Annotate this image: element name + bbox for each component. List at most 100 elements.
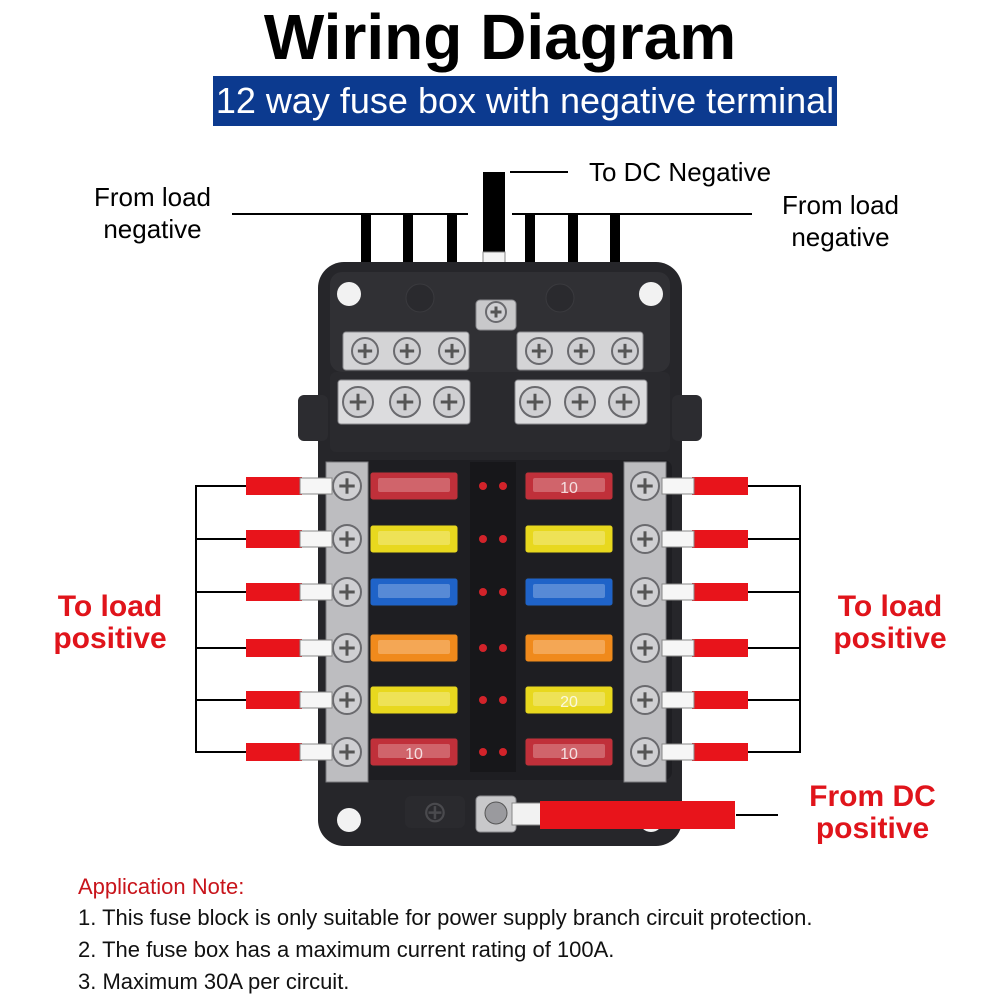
- screw: [564, 386, 596, 418]
- screw: [393, 337, 421, 365]
- blade-fuse: 20: [524, 685, 614, 715]
- positive-terminal-screws: [332, 471, 660, 767]
- load-positive-wire: [246, 639, 302, 657]
- screw: [525, 337, 553, 365]
- label-to-load-positive-right: To load positive: [833, 590, 947, 655]
- wire-ferrule: [299, 639, 333, 657]
- dc-negative-wire: [483, 172, 505, 256]
- led-indicator: [499, 644, 507, 652]
- screw: [351, 337, 379, 365]
- fuse-rating-label: 10: [405, 746, 423, 763]
- load-positive-wire: [246, 743, 302, 761]
- blade-fuse: [524, 577, 614, 607]
- wire-ferrule: [299, 583, 333, 601]
- diagram-subtitle-banner: 12 way fuse box with negative terminal: [213, 76, 837, 126]
- bracket-right: [748, 485, 801, 753]
- load-positive-wire: [246, 691, 302, 709]
- screw: [630, 471, 660, 501]
- load-positive-wire: [692, 639, 748, 657]
- load-positive-wires: [195, 477, 801, 761]
- screw: [342, 386, 374, 418]
- application-note-item-2: 2. The fuse box has a maximum current ra…: [78, 937, 615, 962]
- screw: [332, 471, 362, 501]
- led-indicator: [479, 748, 487, 756]
- led-indicator: [499, 588, 507, 596]
- fuse-indicator-leds: [479, 482, 507, 756]
- load-positive-wire: [246, 530, 302, 548]
- label-from-load-negative-left: From load negative: [93, 182, 212, 244]
- screw: [332, 633, 362, 663]
- blade-fuse: 10: [524, 737, 614, 767]
- led-indicator: [479, 482, 487, 490]
- blade-fuse: [524, 524, 614, 554]
- application-note-item-3: 3. Maximum 30A per circuit.: [78, 969, 350, 994]
- wire-ferrule: [299, 530, 333, 548]
- led-indicator: [499, 696, 507, 704]
- screw: [630, 685, 660, 715]
- screw: [630, 633, 660, 663]
- application-note: Application Note: 1. This fuse block is …: [78, 872, 978, 998]
- negative-bus-screws: [342, 301, 640, 418]
- screw: [332, 737, 362, 767]
- wire-ferrule: [661, 530, 695, 548]
- led-indicator: [479, 535, 487, 543]
- svg-text:⊕: ⊕: [422, 796, 447, 829]
- blade-fuse: [369, 685, 459, 715]
- wire-ferrule: [299, 743, 333, 761]
- screw: [608, 386, 640, 418]
- terminal-strips: [325, 461, 667, 783]
- wire-ferrule: [299, 691, 333, 709]
- fuse-rating-label: 10: [560, 746, 578, 763]
- wire-ferrule: [661, 691, 695, 709]
- screw: [332, 577, 362, 607]
- wire-ferrule: [661, 477, 695, 495]
- led-indicator: [479, 644, 487, 652]
- diagram-title: Wiring Diagram: [263, 1, 737, 73]
- screw: [332, 685, 362, 715]
- application-note-title: Application Note:: [78, 874, 245, 899]
- load-positive-wire: [246, 477, 302, 495]
- wire-ferrule: [661, 583, 695, 601]
- screw: [630, 524, 660, 554]
- led-indicator: [499, 535, 507, 543]
- led-indicator: [499, 482, 507, 490]
- label-from-load-negative-right: From load negative: [781, 190, 900, 252]
- screw: [630, 737, 660, 767]
- screw: [433, 386, 465, 418]
- load-positive-wire: [692, 530, 748, 548]
- screw: [519, 386, 551, 418]
- blade-fuse: [369, 633, 459, 663]
- screw: [630, 577, 660, 607]
- label-to-load-positive-left: To load positive: [53, 590, 167, 655]
- load-positive-wire: [246, 583, 302, 601]
- load-positive-wire: [692, 583, 748, 601]
- blade-fuse: [369, 577, 459, 607]
- leader-lines: [232, 171, 752, 215]
- screw: [332, 524, 362, 554]
- blade-fuse: 10: [369, 737, 459, 767]
- led-indicator: [479, 696, 487, 704]
- screw: [611, 337, 639, 365]
- load-positive-wire: [692, 743, 748, 761]
- bracket-left: [195, 485, 246, 753]
- fuse-rating-label: 10: [560, 480, 578, 497]
- blade-fuse: [369, 471, 459, 501]
- label-from-dc-positive: From DC positive: [809, 780, 936, 845]
- wire-ferrule: [299, 477, 333, 495]
- load-positive-wire: [692, 477, 748, 495]
- blade-fuse: 10: [524, 471, 614, 501]
- blade-fuse: [369, 524, 459, 554]
- label-to-dc-negative: To DC Negative: [588, 157, 772, 187]
- dc-positive-input: [475, 795, 778, 833]
- blade-fuse: [524, 633, 614, 663]
- screw: [389, 386, 421, 418]
- wire-ferrule: [661, 639, 695, 657]
- load-positive-wire: [692, 691, 748, 709]
- fuse-rating-label: 20: [560, 694, 578, 711]
- screw: [485, 301, 507, 323]
- wire-ferrule: [661, 743, 695, 761]
- screw: [438, 337, 466, 365]
- fuses: 10 10 20 10: [369, 471, 614, 767]
- led-indicator: [479, 588, 487, 596]
